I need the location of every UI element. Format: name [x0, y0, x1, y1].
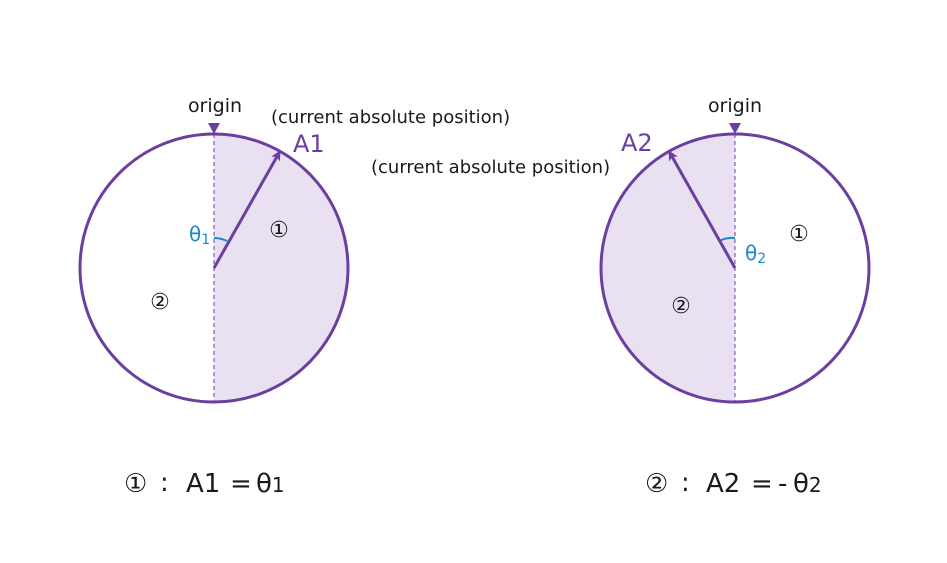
formula-2-equals: =	[751, 469, 773, 499]
formula-1-equals: =	[230, 469, 252, 499]
formula-2-rhs: θ2	[793, 469, 822, 499]
formula-1-lhs: A1	[186, 469, 220, 499]
left-angle-label: θ1	[189, 222, 210, 248]
left-pointer-arrow	[212, 150, 281, 269]
formula-2-marker: ②	[645, 469, 668, 499]
right-pointer-arrow	[668, 150, 737, 269]
right-angle-label: θ2	[745, 241, 766, 267]
left-pointer-label: A1	[293, 130, 325, 158]
formula-2-colon: :	[681, 468, 690, 498]
left-diagram: origin θ1 ① ② A1 (current absolute posit…	[78, 95, 510, 404]
right-diagram: origin θ2 ① ② A2 (current absolute posit…	[371, 95, 871, 404]
formula-1-colon: :	[160, 468, 169, 498]
right-region-2-fill	[601, 134, 735, 402]
formula-2: ② : A2 = - θ2	[645, 468, 822, 499]
right-position-note: (current absolute position)	[371, 157, 610, 178]
formula-1: ① : A1 = θ1	[124, 468, 285, 499]
formula-2-lhs: A2	[706, 469, 740, 499]
left-region-1-label: ①	[269, 218, 289, 243]
formula-1-rhs: θ1	[256, 469, 285, 499]
formula-2-minus: -	[778, 469, 787, 499]
right-pointer-label: A2	[621, 129, 653, 157]
right-region-1-label: ①	[789, 222, 809, 247]
left-angle-arc	[213, 237, 228, 242]
left-region-1-fill	[214, 134, 348, 402]
left-origin-marker-icon	[208, 123, 220, 134]
right-origin-label: origin	[708, 95, 762, 117]
formula-1-marker: ①	[124, 469, 147, 499]
left-position-note: (current absolute position)	[271, 107, 510, 128]
left-region-2-label: ②	[150, 290, 170, 315]
right-origin-marker-icon	[729, 123, 741, 134]
left-origin-label: origin	[188, 95, 242, 117]
right-region-2-label: ②	[671, 294, 691, 319]
